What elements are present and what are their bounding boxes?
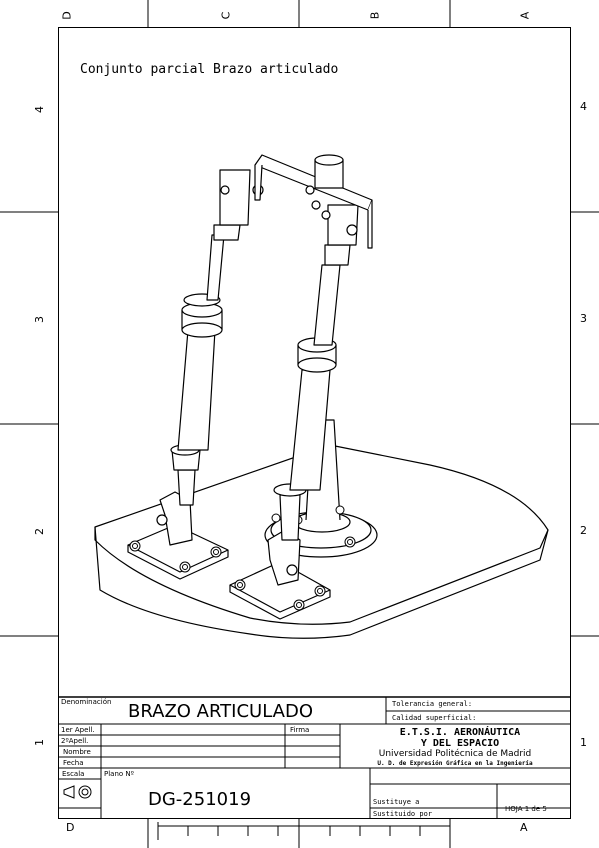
- apell1-label: 1er Apell.: [61, 726, 95, 734]
- escala-label: Escala: [62, 770, 85, 778]
- plano-label: Plano Nº: [104, 770, 134, 778]
- drawing-frame: [58, 27, 571, 819]
- denominacion-label: Denominación: [61, 698, 112, 706]
- firma-label: Firma: [290, 726, 310, 734]
- school-line1: E.T.S.I. AERONÁUTICA: [399, 727, 521, 738]
- denominacion-value: BRAZO ARTICULADO: [128, 701, 314, 722]
- zone-bottom-a: A: [520, 821, 528, 834]
- articulated-arm-drawing: [94, 154, 549, 639]
- calidad-label: Calidad superficial:: [392, 714, 477, 722]
- hoja-label: HOJA 1 de 5: [505, 805, 547, 813]
- nombre-label: Nombre: [63, 748, 91, 756]
- zone-right-3: 3: [580, 312, 587, 325]
- sustituye-label: Sustituye a: [373, 798, 420, 806]
- university: Universidad Politécnica de Madrid: [378, 749, 532, 759]
- sustituido-label: Sustituido por: [373, 810, 433, 818]
- zone-bottom-d: D: [66, 821, 75, 834]
- zone-right-1: 1: [580, 736, 587, 749]
- fecha-label: Fecha: [63, 759, 84, 767]
- zone-right-2: 2: [580, 524, 587, 537]
- school-line2: Y DEL ESPACIO: [420, 738, 500, 749]
- plano-value: DG-251019: [148, 789, 252, 810]
- apell2-label: 2ºApell.: [61, 737, 89, 745]
- projection-symbol: [63, 785, 92, 799]
- zone-right-4: 4: [580, 100, 587, 113]
- drawing-title: Conjunto parcial Brazo articulado: [80, 62, 339, 77]
- tolerancia-label: Tolerancia general:: [392, 700, 473, 708]
- department: U. D. de Expresión Gráfica en la Ingenie…: [377, 760, 533, 767]
